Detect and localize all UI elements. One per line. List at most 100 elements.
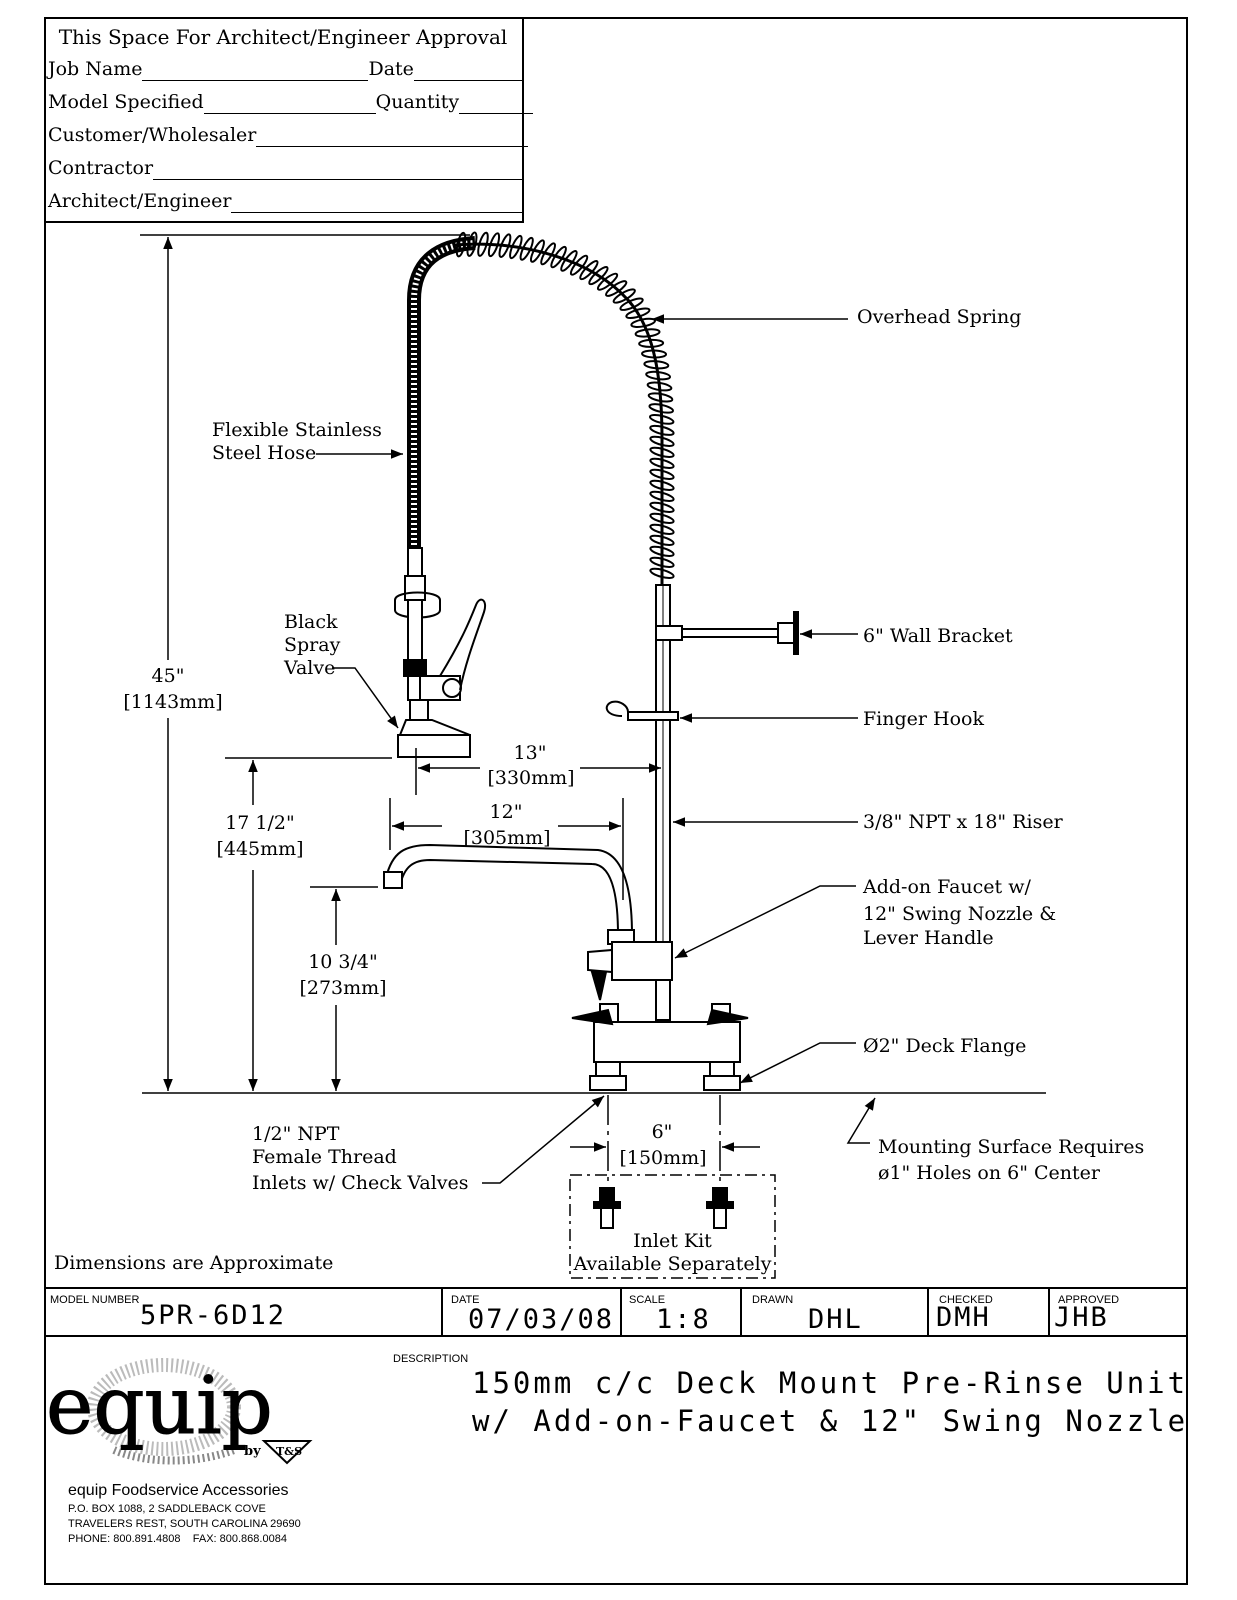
spray-valve [394, 547, 486, 758]
spring-coil [540, 242, 556, 266]
spring-coil [612, 288, 636, 304]
spring-coil [649, 501, 675, 513]
spring-coil [649, 424, 675, 436]
model-specified-label: Model Specified [48, 91, 204, 113]
spring-coil [625, 307, 651, 320]
checked-caption: CHECKED [939, 1294, 993, 1306]
inlets-label-line2: Female Thread [252, 1146, 397, 1168]
spring-coil [649, 523, 675, 535]
spring-coil [509, 234, 523, 260]
model-specified-row: Model Specified Quantity [48, 90, 534, 114]
nozzle-reach-mm: [305mm] [463, 827, 551, 849]
spring-coil [649, 490, 675, 502]
job-name-row: Job Name Date [48, 57, 522, 81]
spring-coil [649, 446, 675, 458]
valve-label-line1: Black [284, 611, 338, 633]
spring-coil [647, 392, 674, 403]
spring-coil [641, 349, 668, 359]
wall-bracket [655, 611, 799, 655]
spring-coil [643, 360, 670, 370]
approx-note: Dimensions are Approximate [54, 1252, 334, 1274]
contractor-row: Contractor [48, 156, 524, 180]
drawn-caption: DRAWN [752, 1294, 794, 1306]
date-field[interactable] [413, 60, 522, 81]
spring-coil [455, 231, 467, 258]
spring-coil [646, 381, 673, 392]
spring-coil [596, 272, 619, 291]
spring-coil [648, 414, 675, 425]
valve-height-in: 17 1/2" [225, 812, 295, 834]
overhead-spring-label: Overhead Spring [857, 306, 1022, 328]
date-caption: DATE [451, 1294, 480, 1306]
mounting-label-line1: Mounting Surface Requires [878, 1136, 1145, 1158]
checked-value: DMH [936, 1302, 991, 1333]
quantity-field[interactable] [459, 93, 534, 114]
model-number-caption: MODEL NUMBER [50, 1294, 140, 1306]
company-address2: TRAVELERS REST, SOUTH CAROLINA 29690 [68, 1518, 301, 1530]
spring-coil [519, 236, 534, 261]
swing-nozzle [383, 843, 635, 945]
tb-divider [620, 1287, 622, 1337]
architect-field[interactable] [231, 192, 525, 213]
spring-coil [605, 280, 628, 297]
equip-logo: equip by T&S [46, 1358, 313, 1465]
spring-coil [619, 297, 644, 311]
faucet-label-line1: Add-on Faucet w/ [863, 876, 1031, 898]
riser-label: 3/8" NPT x 18" Riser [863, 811, 1063, 833]
spring-coil [550, 245, 567, 269]
date-value: 07/03/08 [468, 1304, 615, 1335]
overall-height-in: 45" [151, 665, 185, 687]
leader-lines [316, 314, 876, 1184]
logo-ts: T&S [276, 1445, 302, 1458]
hose-label-line2: Steel Hose [212, 442, 317, 464]
valve-label-line2: Spray [284, 634, 341, 656]
center-mm: [150mm] [619, 1147, 707, 1169]
title-block [44, 1287, 1188, 1337]
spring-coil [466, 231, 478, 257]
overall-height-mm: [1143mm] [123, 691, 223, 713]
architect-row: Architect/Engineer [48, 189, 525, 213]
flexible-hose [407, 236, 476, 550]
model-number: 5PR-6D12 [140, 1300, 287, 1331]
hose-label-line1: Flexible Stainless [212, 419, 382, 441]
company-phone-fax: PHONE: 800.891.4808 FAX: 800.868.0084 [68, 1533, 287, 1545]
tb-divider [441, 1287, 443, 1337]
contractor-field[interactable] [153, 159, 524, 180]
drawn-value: DHL [808, 1304, 863, 1335]
model-specified-field[interactable] [203, 93, 376, 114]
nozzle-height-mm: [273mm] [299, 977, 387, 999]
quantity-label: Quantity [375, 91, 460, 113]
spring-coil [648, 403, 674, 414]
spring-coil [645, 370, 672, 381]
spring-coil [477, 231, 489, 257]
spring-coil [560, 250, 578, 272]
architect-label: Architect/Engineer [48, 190, 232, 212]
spring-coil [487, 232, 501, 258]
faucet-drawing [140, 231, 1046, 1279]
date-label: Date [368, 58, 414, 80]
description-line2: w/ Add-on-Faucet & 12" Swing Nozzle [472, 1404, 1189, 1438]
spring-coil [529, 239, 545, 263]
logo-by: by [244, 1444, 261, 1459]
spring-coil [649, 512, 675, 524]
tb-divider [740, 1287, 742, 1337]
faucet-label-line3: Lever Handle [863, 927, 994, 949]
mounting-label-line2: ø1" Holes on 6" Center [878, 1162, 1100, 1184]
valve-height-mm: [445mm] [216, 838, 304, 860]
company-name: equip Foodservice Accessories [68, 1482, 289, 1499]
center-lines [607, 1095, 721, 1188]
contractor-label: Contractor [48, 157, 154, 179]
center-in: 6" [651, 1121, 673, 1143]
company-address1: P.O. BOX 1088, 2 SADDLEBACK COVE [68, 1503, 266, 1515]
spring-coil [649, 468, 675, 480]
customer-field[interactable] [256, 126, 529, 147]
inlet-kit-label-line1: Inlet Kit [633, 1230, 712, 1252]
valve-label-line3: Valve [284, 657, 336, 679]
job-name-label: Job Name [48, 58, 143, 80]
nozzle-reach-in: 12" [489, 801, 523, 823]
inlets-label-line1: 1/2" NPT [252, 1123, 340, 1145]
valve-reach-mm: [330mm] [487, 767, 575, 789]
spring-coil [634, 328, 661, 338]
job-name-field[interactable] [142, 60, 369, 81]
approval-title: This Space For Architect/Engineer Approv… [58, 25, 508, 49]
